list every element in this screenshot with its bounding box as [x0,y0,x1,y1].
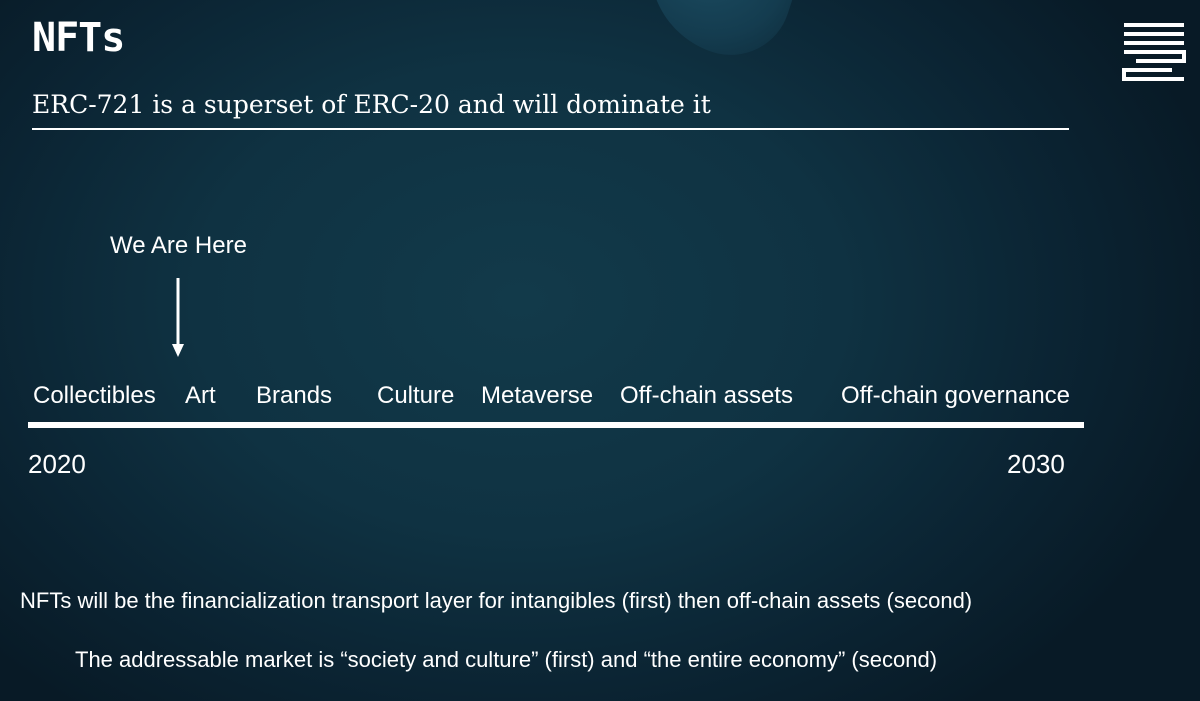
stage-off-chain-assets: Off-chain assets [620,382,793,409]
slide-subtitle: ERC-721 is a superset of ERC-20 and will… [32,90,711,119]
stage-art: Art [185,382,216,409]
divider [32,128,1069,130]
note-addressable-market: The addressable market is “society and c… [75,647,938,672]
stacked-bars-logo-icon [1122,23,1186,81]
down-arrow-icon [172,278,184,357]
decorative-shape [626,0,804,71]
timeline-bar [28,422,1084,428]
slide-title: NFTs [32,15,125,61]
note-transport-layer: NFTs will be the financialization transp… [20,588,973,613]
current-position-label: We Are Here [110,232,247,259]
stage-collectibles: Collectibles [33,382,156,409]
stage-off-chain-governance: Off-chain governance [841,382,1071,409]
end-year: 2030 [1007,449,1065,479]
stage-metaverse: Metaverse [481,382,594,409]
start-year: 2020 [28,449,86,479]
stage-culture: Culture [377,382,455,409]
stage-brands: Brands [256,382,333,409]
